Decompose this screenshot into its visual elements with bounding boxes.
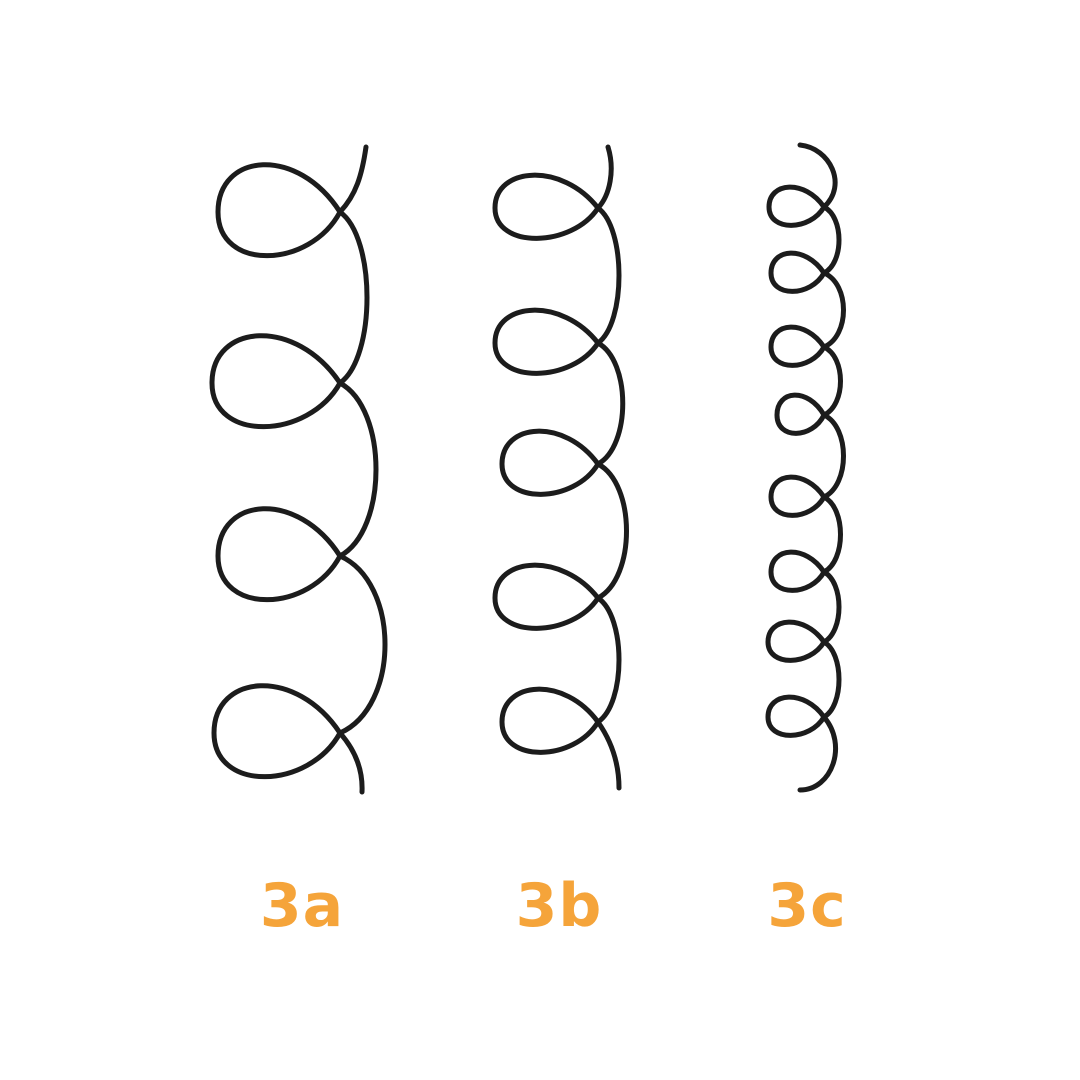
loose-spiral-curl-icon: [209, 144, 388, 795]
curl-type-label-3b: 3b: [515, 871, 603, 941]
tight-corkscrew-curl-icon: [765, 142, 846, 793]
curl-type-label-3a: 3a: [259, 871, 345, 941]
medium-spiral-curl-icon: [492, 144, 629, 791]
curl-type-label-3c: 3c: [767, 871, 847, 941]
